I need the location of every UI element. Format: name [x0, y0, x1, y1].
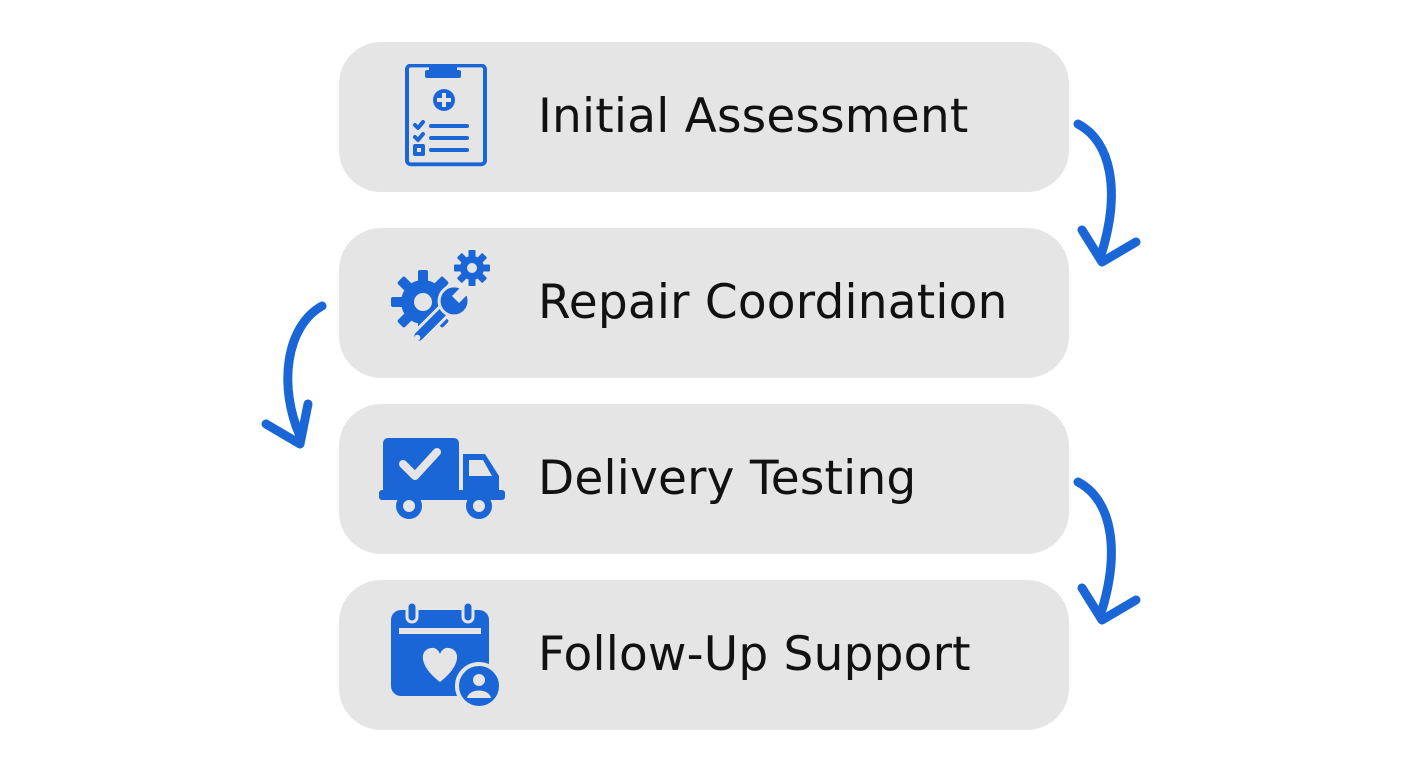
flow-arrow-right-2: [1068, 470, 1158, 640]
flow-arrow-left: [256, 296, 346, 466]
gears-wrench-icon: [379, 250, 505, 356]
calendar-heart-user-icon: [379, 602, 505, 708]
step-card-repair-coordination: Repair Coordination: [339, 228, 1069, 378]
delivery-truck-check-icon: [379, 426, 505, 532]
flow-arrow-right-1: [1068, 112, 1158, 282]
step-label: Follow-Up Support: [538, 627, 971, 682]
clipboard-checklist-icon: [379, 64, 505, 170]
step-label: Initial Assessment: [538, 89, 969, 144]
step-card-follow-up-support: Follow-Up Support: [339, 580, 1069, 730]
step-card-delivery-testing: Delivery Testing: [339, 404, 1069, 554]
step-label: Delivery Testing: [538, 451, 917, 506]
step-label: Repair Coordination: [538, 275, 1008, 330]
step-card-initial-assessment: Initial Assessment: [339, 42, 1069, 192]
